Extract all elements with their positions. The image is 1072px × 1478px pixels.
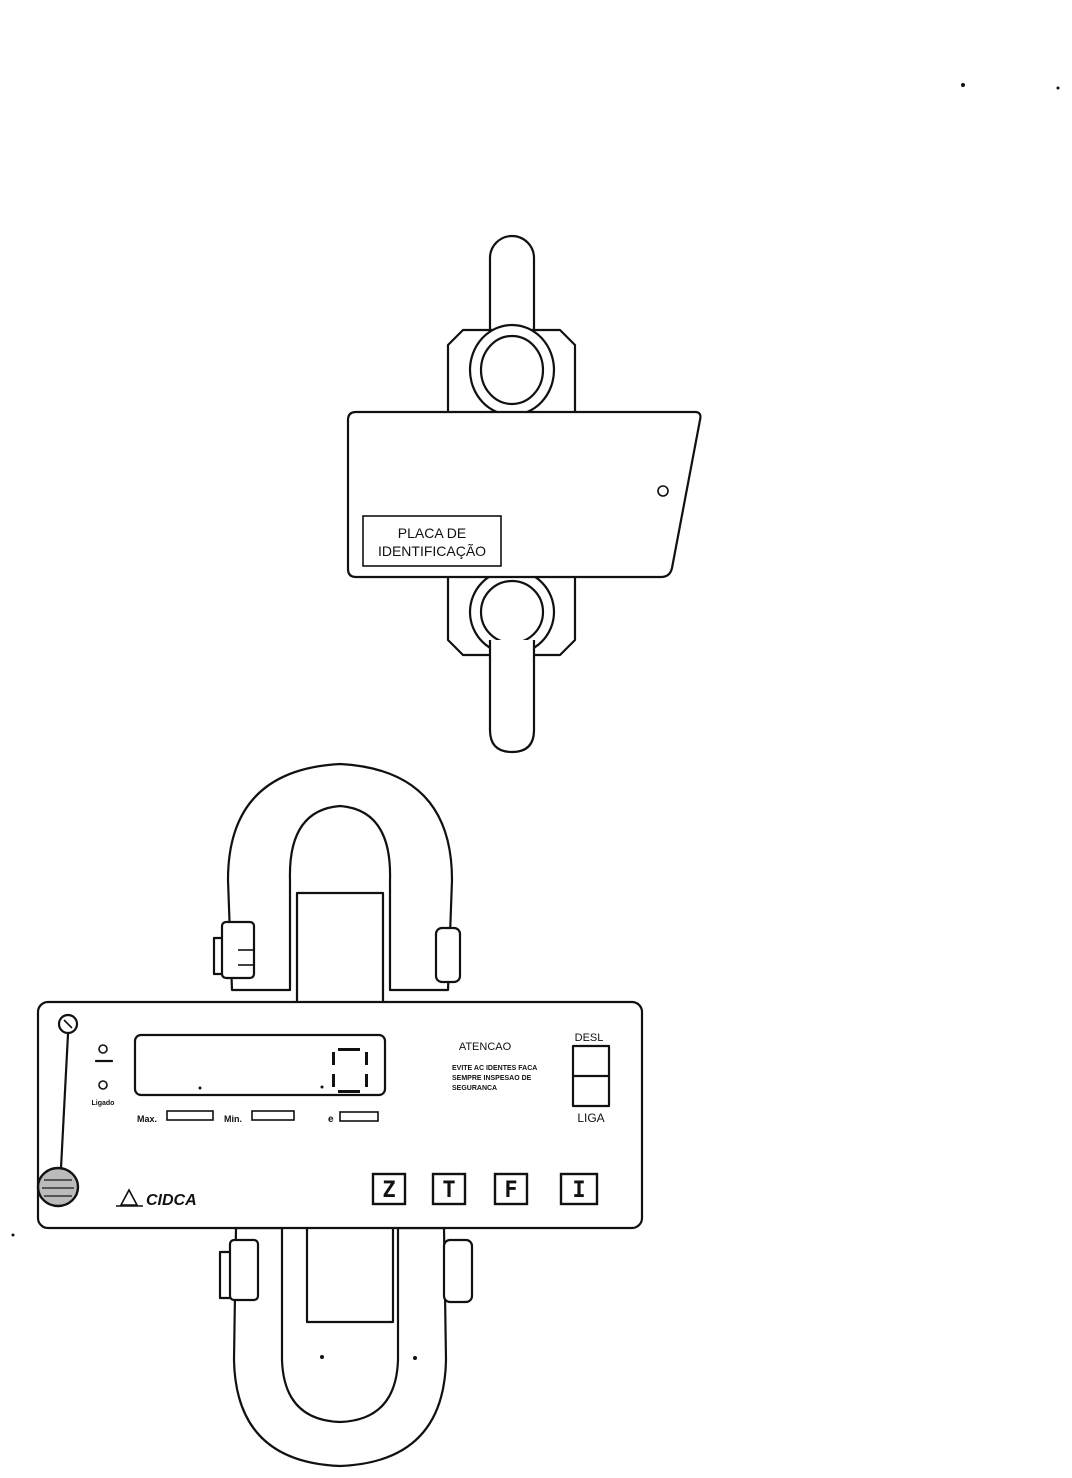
key-f-frame[interactable] xyxy=(493,1172,529,1206)
key-f-button[interactable]: F xyxy=(493,1172,529,1206)
pivot-slot xyxy=(63,1019,73,1029)
speck xyxy=(11,1233,15,1237)
lower-shackle-tongue xyxy=(305,1216,395,1324)
max-indicator-bar xyxy=(166,1110,214,1121)
function-keys: Z T F I xyxy=(371,1172,599,1206)
lower-shackle-bolt-head xyxy=(228,1238,260,1302)
speck xyxy=(1056,86,1060,90)
lower-eye-bolt-shank xyxy=(488,640,536,754)
id-plate-label-line1: PLACA DE xyxy=(398,525,466,541)
scan-specks xyxy=(11,83,1060,1237)
segment xyxy=(365,1074,368,1087)
crane-scale-assembly: Ligado Max. Min. e ATENCAO xyxy=(36,762,644,1468)
indicator-lamp-top-icon xyxy=(98,1044,108,1054)
upper-shackle-bow xyxy=(226,762,454,992)
key-i-frame[interactable] xyxy=(559,1172,599,1206)
indicator-housing: Ligado Max. Min. e ATENCAO xyxy=(36,1000,644,1230)
warning-title: ATENCAO xyxy=(459,1041,512,1053)
e-indicator-bar xyxy=(339,1111,379,1122)
warning-line3: SEGURANCA xyxy=(452,1085,497,1092)
upper-shackle-bolt-end xyxy=(434,926,462,984)
warning-line1: EVITE AC IDENTES FACA xyxy=(452,1065,537,1072)
off-label: DESL xyxy=(575,1032,604,1044)
min-label: Min. xyxy=(224,1114,242,1124)
power-lamp-icon xyxy=(98,1080,108,1090)
upper-shackle-tongue xyxy=(295,891,385,1007)
key-f-label: F xyxy=(504,1178,517,1203)
key-z-label: Z xyxy=(382,1178,395,1203)
warning-line2: SEMPRE INSPESAO DE xyxy=(452,1075,532,1082)
max-label: Max. xyxy=(137,1114,157,1124)
key-z-frame[interactable] xyxy=(371,1172,407,1206)
scale-logo-icon xyxy=(119,1188,139,1206)
key-z-button[interactable]: Z xyxy=(371,1172,407,1206)
weight-display-window xyxy=(133,1033,387,1097)
id-plate-label-box xyxy=(362,515,502,567)
segment xyxy=(332,1052,335,1065)
segment xyxy=(365,1052,368,1065)
segment xyxy=(338,1090,360,1093)
key-t-button[interactable]: T xyxy=(431,1172,467,1206)
key-i-label: I xyxy=(572,1178,585,1203)
lower-eye-inner xyxy=(479,579,545,645)
display-dot xyxy=(198,1086,202,1090)
lower-shackle xyxy=(218,1216,474,1468)
display-digit-zero xyxy=(320,1048,368,1093)
id-plate-label-line2: IDENTIFICAÇÃO xyxy=(378,543,486,559)
key-t-label: T xyxy=(442,1178,455,1203)
antenna-rod xyxy=(59,1032,70,1170)
upper-eye-inner xyxy=(479,334,545,406)
key-t-frame[interactable] xyxy=(431,1172,467,1206)
key-i-button[interactable]: I xyxy=(559,1172,599,1206)
knob-texture xyxy=(42,1179,74,1197)
segment xyxy=(332,1074,335,1087)
load-cell-assembly: PLACA DE IDENTIFICAÇÃO xyxy=(346,234,702,754)
speck xyxy=(320,1355,324,1359)
lower-shackle-bolt-end xyxy=(442,1238,474,1304)
brand-name: CIDCA xyxy=(146,1192,197,1209)
decimal-point xyxy=(320,1085,324,1089)
plate-rivet-hole xyxy=(657,485,669,497)
lower-shackle-bow xyxy=(232,1226,448,1468)
identification-plate xyxy=(346,410,702,579)
min-indicator-bar xyxy=(251,1110,295,1121)
upper-shackle xyxy=(212,762,462,1007)
segment xyxy=(338,1048,360,1051)
e-label: e xyxy=(328,1114,334,1125)
speck xyxy=(961,83,965,87)
speck xyxy=(413,1356,417,1360)
on-label: LIGA xyxy=(577,1111,604,1125)
power-label: Ligado xyxy=(92,1100,115,1107)
brand-logo: CIDCA xyxy=(116,1188,197,1209)
